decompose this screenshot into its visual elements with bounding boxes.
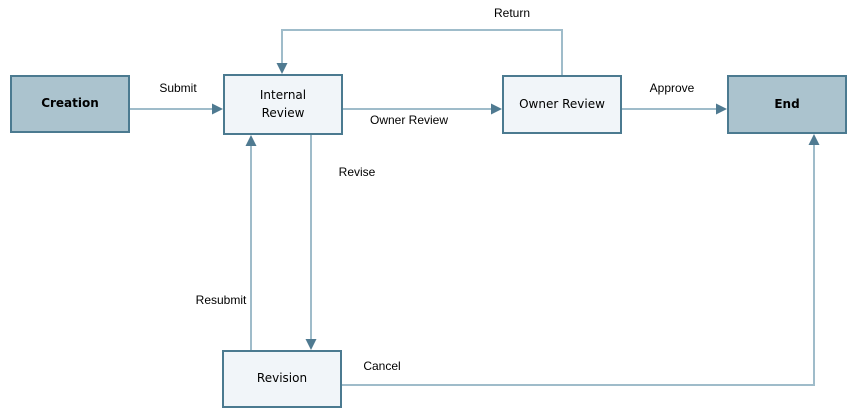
- edge-owner-review-label: Owner Review: [369, 113, 449, 127]
- node-revision-label: Revision: [256, 371, 308, 386]
- edge-resubmit-arrowhead: [245, 135, 257, 146]
- edge-submit-label: Submit: [159, 81, 197, 95]
- edge-approve-label: Approve: [649, 81, 695, 95]
- edge-owner-review-arrowhead: [491, 103, 502, 115]
- edge-return-arrowhead: [276, 63, 288, 74]
- node-internal-review-label: Internal Review: [259, 88, 307, 120]
- node-creation: Creation: [10, 75, 130, 133]
- node-internal-review: Internal Review: [223, 74, 343, 135]
- node-end: End: [727, 75, 847, 134]
- node-creation-label: Creation: [41, 96, 99, 111]
- edge-return-label: Return: [493, 6, 531, 20]
- edge-resubmit-label: Resubmit: [195, 293, 247, 307]
- edge-return-line: [281, 29, 563, 75]
- node-owner-review: Owner Review: [502, 75, 622, 134]
- edge-cancel-arrowhead: [808, 134, 820, 145]
- edge-approve-arrowhead: [716, 103, 727, 115]
- node-owner-review-label: Owner Review: [519, 96, 605, 111]
- node-end-label: End: [774, 96, 800, 111]
- edge-revise-label: Revise: [338, 165, 376, 179]
- node-revision: Revision: [222, 350, 342, 408]
- edge-submit-arrowhead: [212, 103, 223, 115]
- edge-cancel-line: [342, 145, 815, 386]
- edge-revise-arrowhead: [305, 339, 317, 350]
- edge-cancel-label: Cancel: [363, 359, 401, 373]
